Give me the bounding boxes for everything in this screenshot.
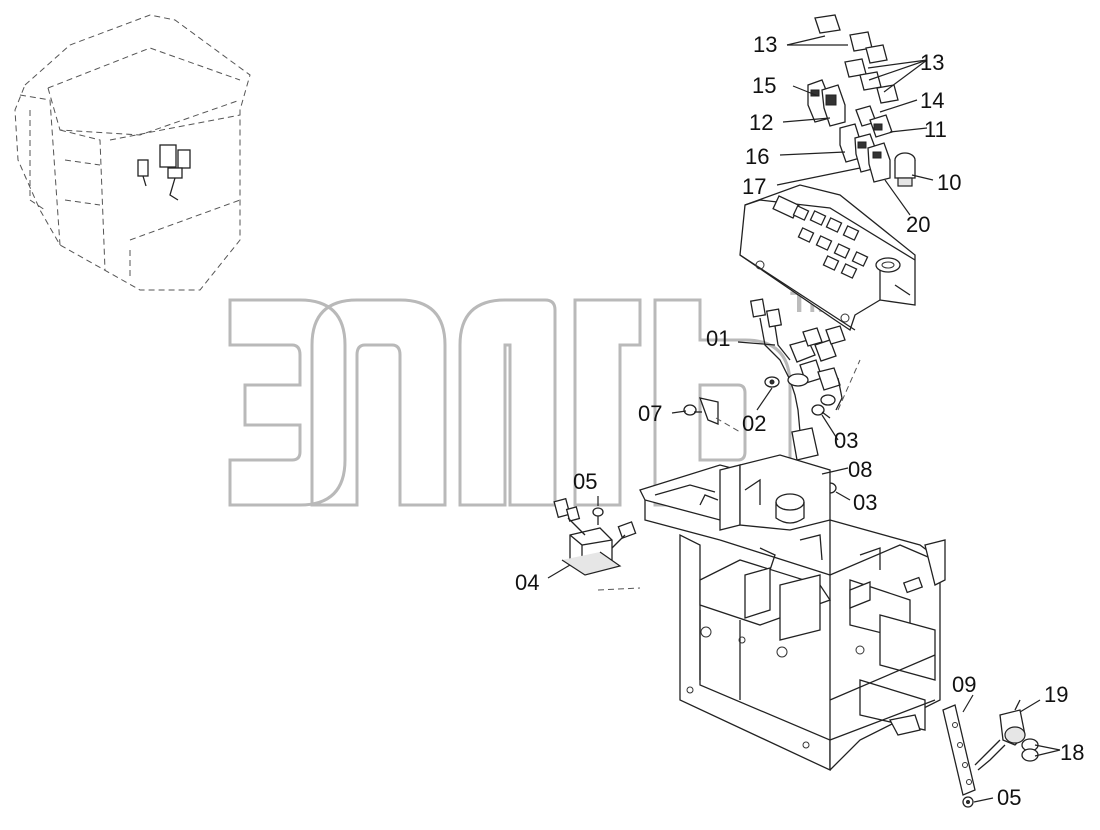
label-14: 14 [920, 88, 944, 113]
lever-switch-part [974, 699, 1039, 771]
label-02: 02 [742, 411, 766, 436]
wire-harness [749, 298, 846, 461]
label-03-lower: 03 [853, 490, 877, 515]
label-04: 04 [515, 570, 539, 595]
cab-overview [14, 14, 251, 291]
label-13-right: 13 [920, 50, 944, 75]
label-18: 18 [1060, 740, 1084, 765]
label-11: 11 [924, 117, 947, 142]
label-19: 19 [1044, 682, 1068, 707]
label-03-upper: 03 [834, 428, 858, 453]
label-15: 15 [752, 73, 776, 98]
cab-switch-cluster-icon [137, 144, 191, 201]
label-05-lower: 05 [997, 785, 1021, 810]
label-17: 17 [742, 174, 766, 199]
console-frame [639, 454, 946, 772]
label-01: 01 [706, 326, 730, 351]
mounting-plate [942, 704, 976, 796]
cable-clamp [764, 376, 780, 388]
label-12: 12 [749, 110, 773, 135]
knob-part [894, 152, 916, 187]
nut-part [962, 796, 974, 808]
label-16: 16 [745, 144, 769, 169]
label-13-left: 13 [753, 32, 777, 57]
label-10: 10 [937, 170, 961, 195]
part-labels: 13 13 15 14 12 11 16 10 17 20 01 02 07 0… [515, 32, 1084, 810]
label-05-upper: 05 [573, 469, 597, 494]
screw-upper [811, 404, 831, 419]
label-07: 07 [638, 401, 662, 426]
switch-group [807, 79, 893, 183]
label-20: 20 [906, 212, 930, 237]
leader-lines [547, 35, 1061, 803]
bracket-part [683, 397, 719, 425]
label-09: 09 [952, 672, 976, 697]
switch-panel [739, 184, 916, 332]
switch-caps [814, 14, 899, 104]
label-08: 08 [848, 457, 872, 482]
relay-part [553, 497, 637, 576]
